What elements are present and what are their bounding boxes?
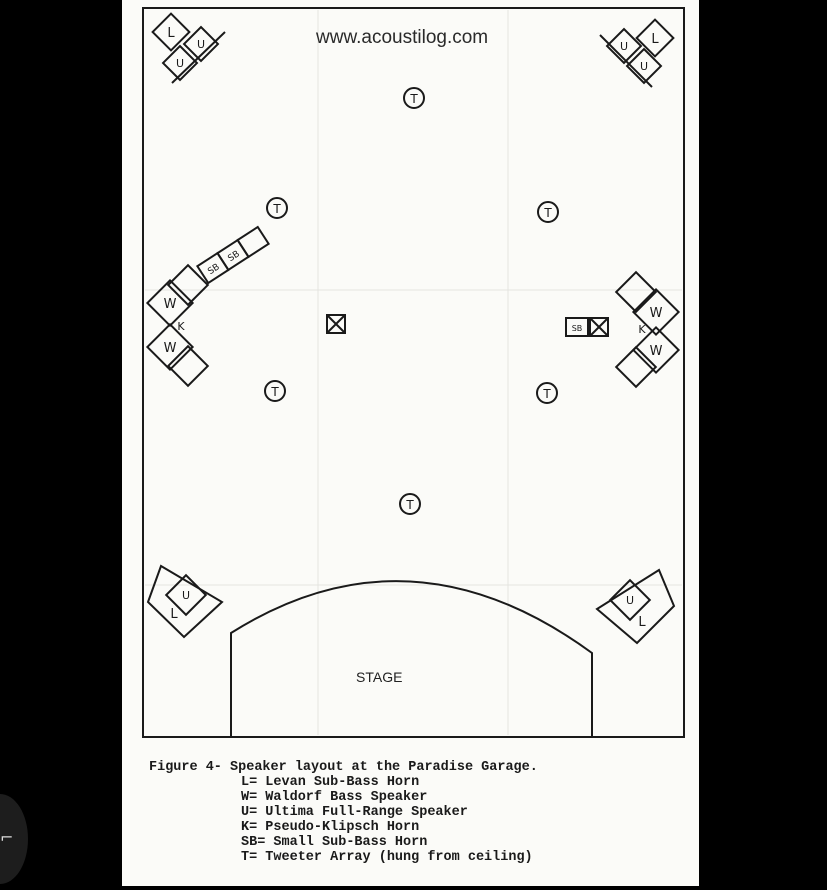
speaker-cluster-right-wall: W W K <box>614 270 681 389</box>
tweeter-label: T <box>270 385 279 399</box>
ultima-label: U <box>197 38 205 51</box>
ultima-label: U <box>620 40 628 53</box>
speaker-cluster-top-left: L U U <box>151 12 226 84</box>
ultima-label: U <box>176 57 184 70</box>
levan-label: L <box>638 615 646 630</box>
legend-item-levan: L= Levan Sub-Bass Horn <box>241 775 420 790</box>
speaker-cluster-bottom-left: U L <box>146 564 224 639</box>
tweeter-array: T <box>536 382 558 404</box>
ultima-label: U <box>182 589 190 602</box>
stage-outline <box>230 580 593 737</box>
diagram-paper <box>122 0 699 886</box>
tweeter-array: T <box>403 87 425 109</box>
paper-fold-lines <box>145 10 682 735</box>
ultima-label: U <box>626 594 634 607</box>
legend-item-klipsch: K= Pseudo-Klipsch Horn <box>241 820 420 835</box>
tweeter-array: T <box>266 197 288 219</box>
ultima-label: U <box>640 60 648 73</box>
klipsch-label: K <box>638 323 646 336</box>
klipsch-label: K <box>177 320 185 333</box>
levan-label: L <box>170 607 178 622</box>
waldorf-label: W <box>164 297 177 312</box>
watermark-text: www.acoustilog.com <box>316 27 489 48</box>
waldorf-label: W <box>164 341 177 356</box>
legend-item-sub-bass: SB= Small Sub-Bass Horn <box>241 835 428 850</box>
sub-bass-horn: SB <box>565 317 589 337</box>
tweeter-array: T <box>537 201 559 223</box>
sub-bass-label: SB <box>572 324 583 333</box>
legend-item-waldorf: W= Waldorf Bass Speaker <box>241 790 428 805</box>
levan-label: L <box>651 32 659 47</box>
waldorf-label: W <box>650 306 663 321</box>
tweeter-label: T <box>272 202 281 216</box>
figure-caption-title: Figure 4- Speaker layout at the Paradise… <box>149 760 538 775</box>
legend-item-ultima: U= Ultima Full-Range Speaker <box>241 805 468 820</box>
crossed-box-marker <box>589 317 609 337</box>
tweeter-label: T <box>405 498 414 512</box>
tweeter-label: T <box>543 206 552 220</box>
tweeter-label: T <box>409 92 418 106</box>
corner-bracket-icon: ⌐ <box>0 828 14 847</box>
waldorf-label: W <box>650 344 663 359</box>
speaker-cluster-top-right: L U U <box>599 18 675 88</box>
stage-label: STAGE <box>356 669 403 685</box>
legend-item-tweeter: T= Tweeter Array (hung from ceiling) <box>241 850 533 865</box>
speaker-cluster-bottom-right: U L <box>595 568 676 645</box>
tweeter-label: T <box>542 387 551 401</box>
tweeter-array: T <box>399 493 421 515</box>
crossed-box-marker <box>326 314 346 334</box>
levan-label: L <box>167 26 175 41</box>
room-outline <box>142 7 685 738</box>
tweeter-array: T <box>264 380 286 402</box>
speaker-cluster-left-wall: SB SB W W K <box>145 225 271 388</box>
